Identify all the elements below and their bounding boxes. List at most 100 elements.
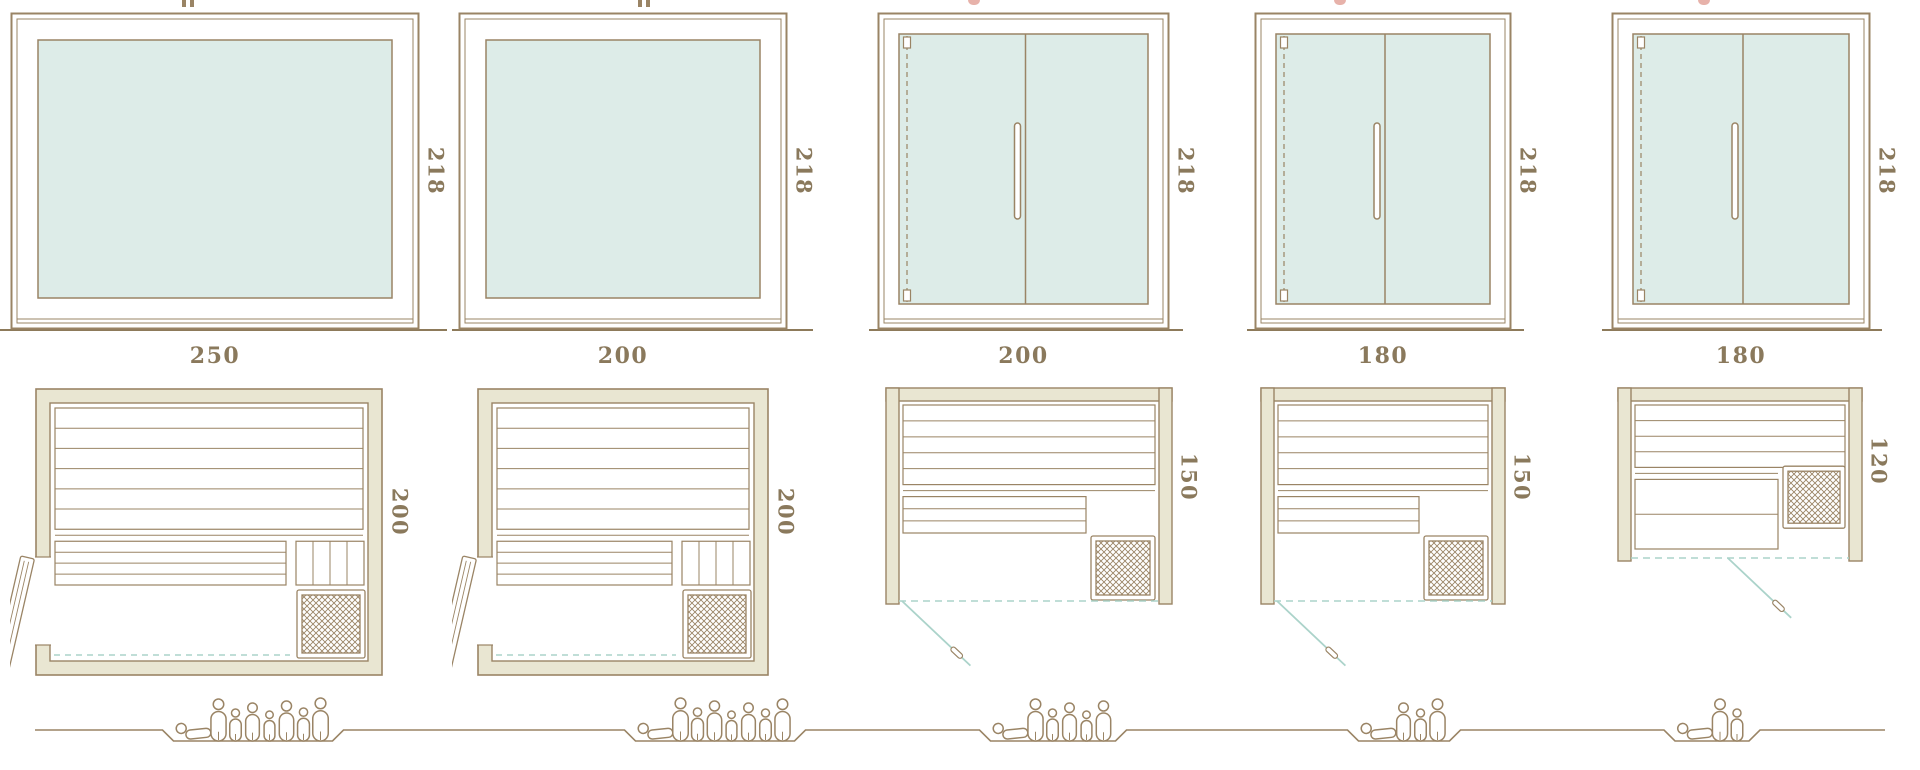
wall-left bbox=[1617, 387, 1632, 562]
bench-slats bbox=[1277, 495, 1420, 534]
bench-slats bbox=[902, 404, 1156, 486]
height-dimension-label: 218 bbox=[1173, 146, 1199, 196]
crop-remnant-mark bbox=[182, 0, 186, 7]
wall-right bbox=[1491, 387, 1506, 605]
front-elevation-2: 218 bbox=[458, 12, 817, 330]
floor-plan-2: 200 bbox=[452, 387, 799, 707]
person-icon bbox=[776, 698, 789, 711]
door-opening bbox=[35, 557, 51, 645]
door-leaf-open bbox=[10, 555, 35, 671]
person-icon bbox=[1061, 713, 1078, 742]
wall-back bbox=[1617, 387, 1863, 402]
person-icon bbox=[1711, 710, 1729, 742]
person-icon bbox=[1413, 718, 1428, 742]
door-handle-icon bbox=[1013, 122, 1022, 220]
wall-right bbox=[1158, 387, 1173, 605]
door-handle-icon bbox=[1325, 646, 1339, 659]
height-dimension-label: 218 bbox=[791, 146, 817, 196]
elevation-drawing bbox=[1611, 12, 1871, 330]
reclining-person-icon bbox=[1360, 722, 1397, 740]
person-icon bbox=[298, 707, 309, 717]
ground-line-segment bbox=[1247, 329, 1524, 331]
person-icon bbox=[674, 697, 687, 710]
crop-remnant-mark bbox=[646, 0, 650, 7]
person-icon bbox=[692, 707, 703, 717]
person-icon bbox=[1429, 710, 1446, 742]
glass-pane bbox=[37, 39, 393, 299]
person-icon bbox=[1064, 702, 1075, 714]
person-icon bbox=[280, 700, 293, 712]
width-dimension-label: 250 bbox=[189, 343, 241, 369]
glass-pane bbox=[1275, 33, 1491, 305]
plan-drawing bbox=[885, 387, 1173, 667]
elevation-drawing bbox=[10, 12, 420, 330]
person-icon bbox=[727, 710, 736, 720]
plan-drawing bbox=[452, 388, 769, 676]
door-handle-icon bbox=[1772, 599, 1785, 613]
wall-left bbox=[885, 387, 900, 605]
person-icon bbox=[263, 719, 276, 742]
width-dimension-label: 200 bbox=[597, 343, 649, 369]
door-handle-icon bbox=[1373, 122, 1381, 220]
person-icon bbox=[690, 717, 705, 742]
hinge-icon bbox=[902, 289, 912, 302]
person-icon bbox=[672, 710, 689, 742]
person-icon bbox=[278, 712, 295, 742]
hinge-icon bbox=[1279, 36, 1289, 49]
person-icon bbox=[244, 713, 261, 742]
person-icon bbox=[312, 710, 329, 742]
wall-left bbox=[1260, 387, 1275, 605]
person-icon bbox=[740, 713, 757, 742]
person-icon bbox=[1395, 713, 1412, 742]
person-icon bbox=[314, 697, 327, 710]
person-icon bbox=[1082, 710, 1091, 720]
person-icon bbox=[1732, 708, 1742, 718]
person-icon bbox=[1027, 710, 1044, 742]
door-handle-icon bbox=[1731, 122, 1739, 220]
hinge-icon bbox=[1636, 289, 1646, 302]
person-icon bbox=[210, 710, 227, 742]
ground-line-segment bbox=[0, 329, 447, 331]
person-icon bbox=[774, 710, 791, 742]
person-icon bbox=[758, 718, 773, 742]
crop-remnant-mark bbox=[1698, 0, 1710, 5]
wall-right bbox=[1848, 387, 1863, 562]
crop-remnant-mark bbox=[190, 0, 194, 7]
front-elevation-3: 218 bbox=[877, 12, 1199, 330]
person-icon bbox=[212, 698, 225, 711]
ground-line-segment bbox=[1602, 329, 1882, 331]
wall-back bbox=[885, 387, 1173, 402]
crop-remnant-mark bbox=[638, 0, 642, 7]
floor-plan-4: 150 bbox=[1260, 387, 1535, 677]
hinge-icon bbox=[902, 36, 912, 49]
person-icon bbox=[230, 708, 241, 718]
person-icon bbox=[760, 708, 771, 718]
person-icon bbox=[1714, 698, 1726, 711]
door-leaf-open bbox=[452, 555, 477, 671]
plan-drawing bbox=[1260, 387, 1506, 667]
floor-plan-1: 200 bbox=[10, 387, 413, 707]
heater-symbol bbox=[1787, 470, 1841, 524]
height-dimension-label: 218 bbox=[423, 146, 449, 196]
height-dimension-label: 218 bbox=[1874, 146, 1900, 196]
reclining-person-icon bbox=[1676, 722, 1714, 740]
depth-dimension-label: 200 bbox=[773, 487, 799, 537]
person-icon bbox=[1097, 700, 1110, 712]
floor-plan-5: 120 bbox=[1617, 387, 1892, 637]
glass-pane bbox=[485, 39, 761, 299]
person-icon bbox=[706, 712, 723, 742]
person-icon bbox=[1080, 719, 1093, 742]
heater-symbol bbox=[301, 594, 361, 654]
person-icon bbox=[1047, 708, 1058, 718]
front-elevation-5: 218 bbox=[1611, 12, 1900, 330]
front-elevation-1: 218 bbox=[10, 12, 449, 330]
capacity-pictogram-strip bbox=[35, 697, 1885, 742]
elevation-drawing bbox=[458, 12, 788, 330]
reclining-person-icon bbox=[637, 722, 674, 740]
door-opening bbox=[477, 557, 493, 645]
depth-dimension-label: 200 bbox=[387, 487, 413, 537]
heater-symbol bbox=[687, 594, 747, 654]
person-icon bbox=[1095, 712, 1112, 742]
person-icon bbox=[1029, 698, 1042, 711]
